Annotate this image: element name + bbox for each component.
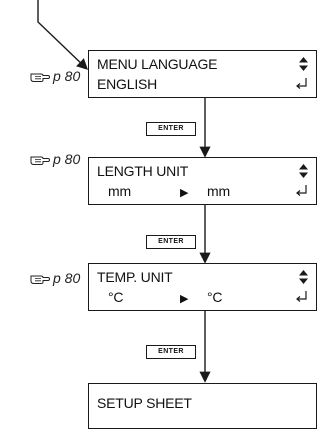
enter-return-icon <box>296 185 307 196</box>
lcd-title: TEMP. UNIT <box>97 269 173 285</box>
updown-arrows-icon <box>299 270 308 284</box>
lcd-title: LENGTH UNIT <box>97 163 189 179</box>
page-ref-text: p 80 <box>53 68 81 84</box>
lcd-value-new: mm <box>207 183 230 199</box>
pointing-hand-icon <box>30 73 50 82</box>
updown-arrows-icon <box>299 57 308 71</box>
enter-key-2: ENTER <box>146 235 196 249</box>
page-reference-3: p 80 <box>30 270 80 286</box>
enter-return-icon <box>296 78 307 89</box>
enter-key-1: ENTER <box>146 122 196 136</box>
lcd-value-current: °C <box>108 289 124 305</box>
enter-key-3: ENTER <box>146 345 196 359</box>
page-ref-text: p 80 <box>53 270 81 286</box>
right-triangle-arrow-icon: ▶ <box>180 293 189 305</box>
enter-return-icon <box>296 291 307 302</box>
entry-arrow <box>37 0 89 70</box>
lcd-title: SETUP SHEET <box>97 395 192 411</box>
lcd-value-new: °C <box>207 289 223 305</box>
pointing-hand-icon <box>30 275 50 284</box>
pointing-hand-icon <box>30 156 50 165</box>
lcd-value-current: mm <box>108 183 131 199</box>
updown-arrows-icon <box>299 164 308 178</box>
lcd-title: MENU LANGUAGE <box>97 56 218 72</box>
lcd-screen-length-unit: LENGTH UNIT mm ▶ mm <box>88 157 317 205</box>
page-reference-1: p 80 <box>30 68 80 84</box>
lcd-screen-menu-language: MENU LANGUAGE ENGLISH <box>88 50 317 98</box>
lcd-screen-temp-unit: TEMP. UNIT °C ▶ °C <box>88 263 317 311</box>
right-triangle-arrow-icon: ▶ <box>180 187 189 199</box>
lcd-value: ENGLISH <box>97 76 158 92</box>
page-ref-text: p 80 <box>53 151 81 167</box>
lcd-screen-setup-sheet: SETUP SHEET <box>88 383 317 429</box>
page-reference-2: p 80 <box>30 151 80 167</box>
